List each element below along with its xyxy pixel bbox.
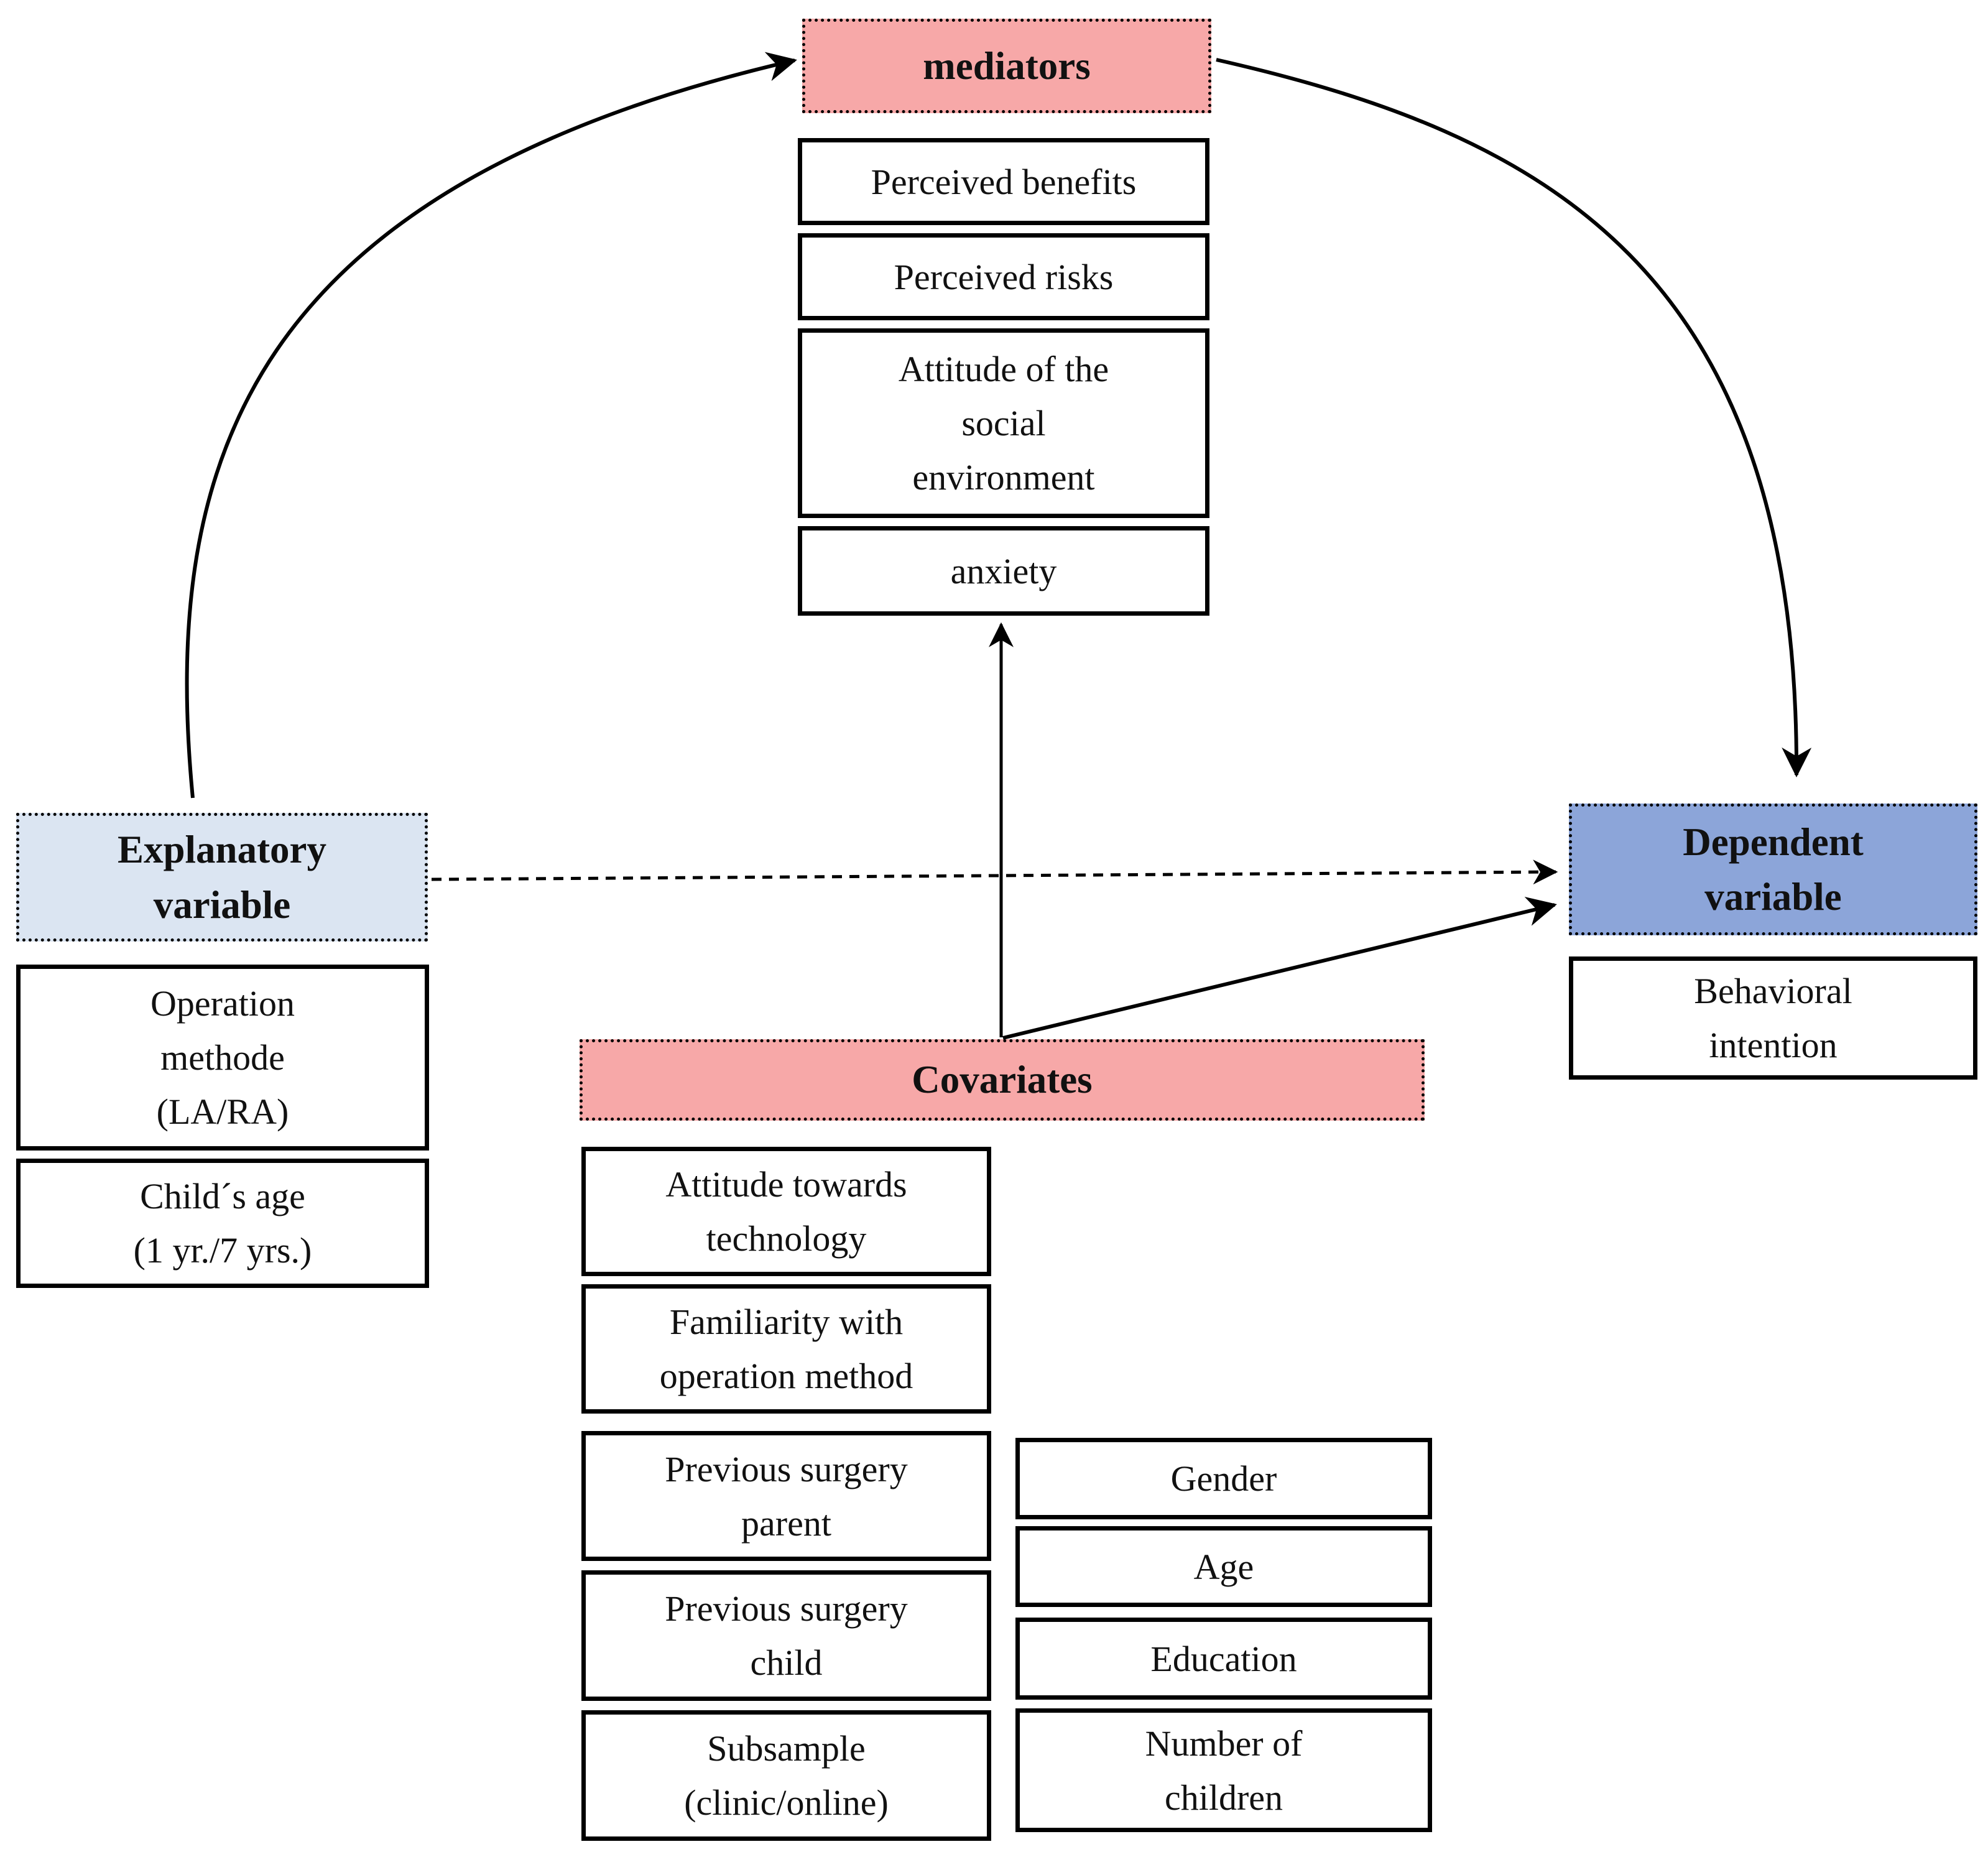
covariate-label: Gender bbox=[1170, 1458, 1277, 1499]
explanatory-box-operation-methode: Operation methode (LA/RA) bbox=[16, 965, 429, 1151]
mediator-label: Perceived benefits bbox=[871, 161, 1137, 202]
covariate-label: Familiarity with operation method bbox=[659, 1302, 913, 1396]
covariate-label: Age bbox=[1193, 1546, 1254, 1587]
dependent-item-label: Behavioral intention bbox=[1694, 971, 1852, 1065]
dependent-box-behavioral-intention: Behavioral intention bbox=[1569, 956, 1977, 1080]
covariate-label: Subsample (clinic/online) bbox=[684, 1728, 889, 1823]
covariate-label: Education bbox=[1150, 1638, 1297, 1679]
mediator-box-attitude-social-environment: Attitude of the social environment bbox=[798, 328, 1209, 518]
covariate-box-attitude-towards-technology: Attitude towards technology bbox=[581, 1147, 991, 1276]
mediator-label: Perceived risks bbox=[894, 256, 1114, 297]
mediator-label: Attitude of the social environment bbox=[898, 349, 1109, 498]
covariate-label: Number of children bbox=[1145, 1723, 1303, 1818]
covariate-box-gender: Gender bbox=[1015, 1438, 1432, 1519]
dependent-variable-header: Dependent variable bbox=[1569, 803, 1977, 935]
covariate-box-previous-surgery-child: Previous surgery child bbox=[581, 1570, 991, 1701]
mediator-box-perceived-benefits: Perceived benefits bbox=[798, 138, 1209, 225]
mediator-box-perceived-risks: Perceived risks bbox=[798, 233, 1209, 320]
covariate-label: Previous surgery parent bbox=[665, 1448, 908, 1544]
covariates-header-label: Covariates bbox=[912, 1058, 1093, 1102]
covariate-box-education: Education bbox=[1015, 1618, 1432, 1700]
covariate-label: Previous surgery child bbox=[665, 1588, 908, 1683]
mediator-box-anxiety: anxiety bbox=[798, 526, 1209, 616]
covariate-box-previous-surgery-parent: Previous surgery parent bbox=[581, 1431, 991, 1561]
covariate-box-subsample: Subsample (clinic/online) bbox=[581, 1710, 991, 1841]
arrow-explanatory-to-mediators bbox=[185, 52, 797, 799]
mediators-header-label: mediators bbox=[923, 44, 1091, 88]
arrow-covariates-to-dependent bbox=[1002, 896, 1557, 1040]
arrow-explanatory-to-dependent-dashed bbox=[431, 859, 1558, 885]
explanatory-header-label: Explanatory variable bbox=[117, 828, 327, 927]
dependent-header-label: Dependent variable bbox=[1683, 820, 1864, 919]
mediator-label: anxiety bbox=[950, 550, 1057, 591]
explanatory-item-label: Operation methode (LA/RA) bbox=[150, 983, 295, 1132]
explanatory-box-childs-age: Child´s age (1 yr./7 yrs.) bbox=[16, 1159, 429, 1288]
mediators-header: mediators bbox=[802, 19, 1211, 113]
explanatory-variable-header: Explanatory variable bbox=[16, 813, 428, 942]
covariate-box-age: Age bbox=[1015, 1526, 1432, 1607]
explanatory-item-label: Child´s age (1 yr./7 yrs.) bbox=[133, 1176, 312, 1271]
covariate-box-number-of-children: Number of children bbox=[1015, 1708, 1432, 1832]
covariate-box-familiarity-with-operation-method: Familiarity with operation method bbox=[581, 1284, 991, 1414]
arrow-mediators-to-dependent bbox=[1216, 58, 1812, 777]
covariate-label: Attitude towards technology bbox=[665, 1164, 907, 1259]
covariates-header: Covariates bbox=[580, 1039, 1425, 1121]
